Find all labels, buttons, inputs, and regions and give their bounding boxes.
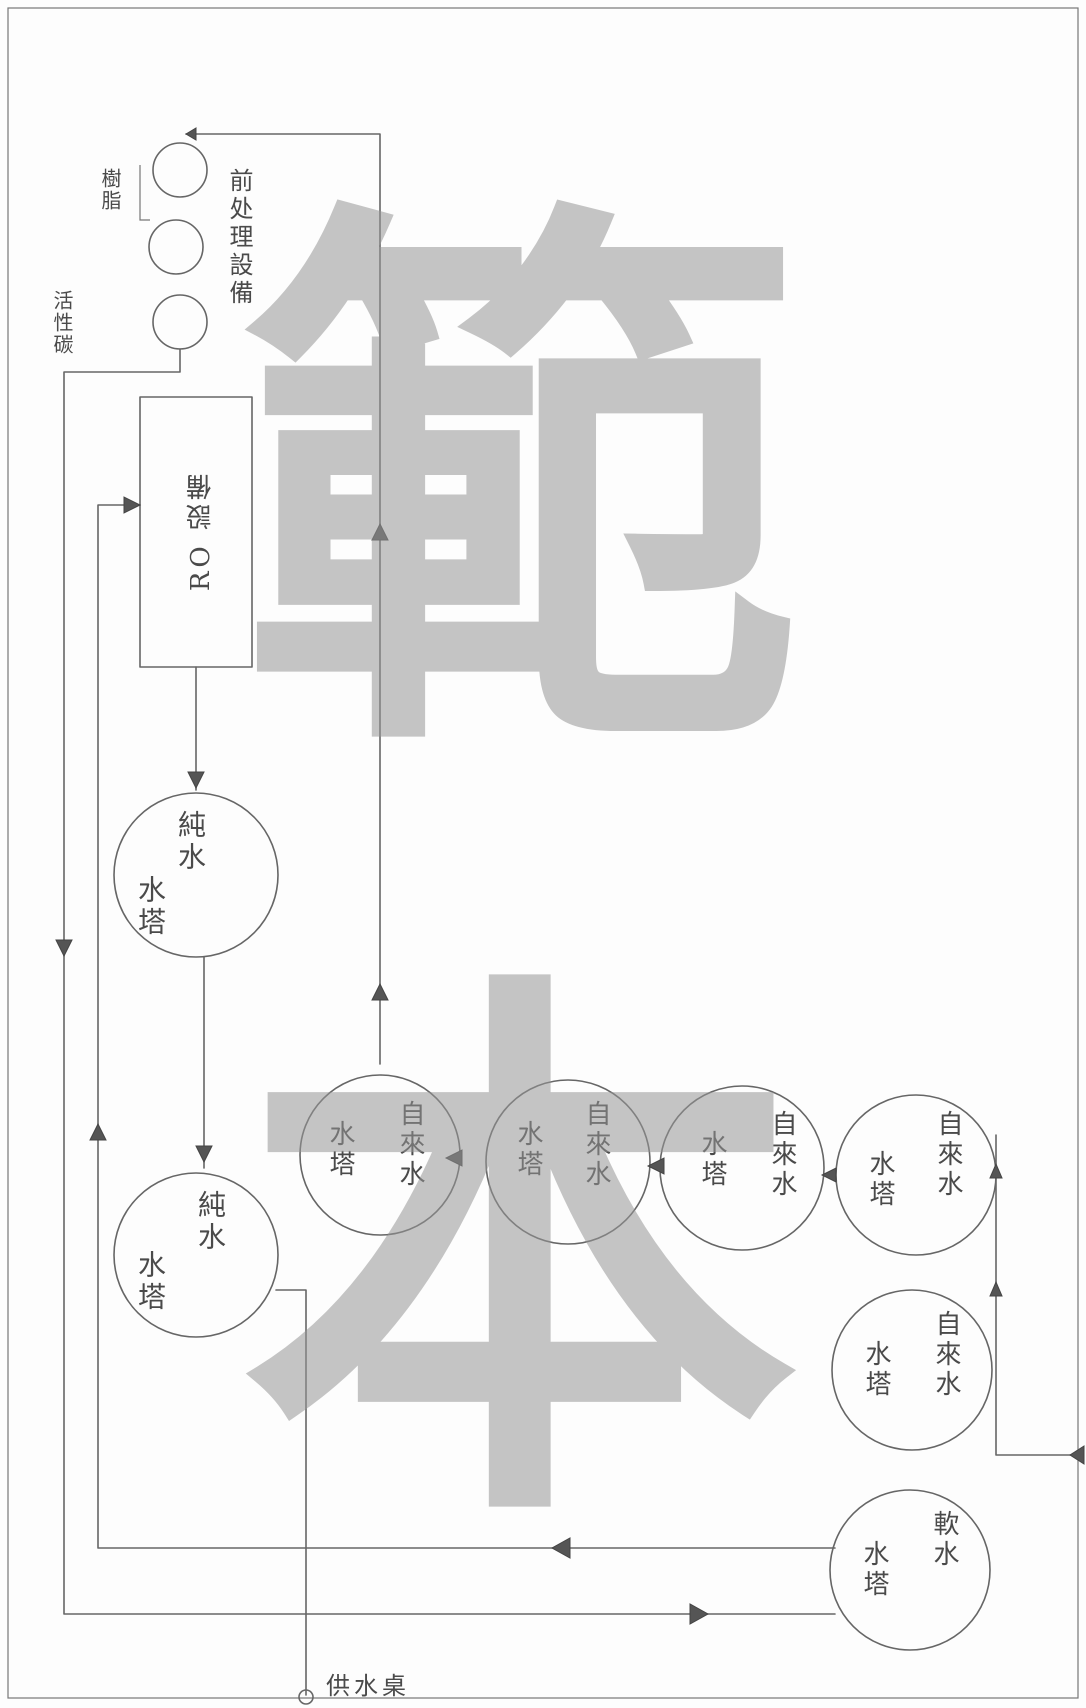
pure-tower-2-label-a: 純水 — [194, 1190, 227, 1254]
right-feed-line — [995, 1134, 1079, 1456]
soft-tower-label-b: 水塔 — [859, 1540, 889, 1600]
soft-tower — [829, 1489, 991, 1651]
tap-tower-3-label-a: 自來水 — [767, 1110, 797, 1200]
arrow-inner-up — [89, 1122, 107, 1141]
activated-carbon-label: 活性碳 — [50, 290, 74, 356]
arrow-pure-down — [195, 1145, 213, 1164]
supply-line — [275, 1289, 307, 1696]
arrow-ro-down — [187, 771, 205, 790]
arrow-t3-t2 — [646, 1157, 665, 1175]
arrow-into-pretreatment — [185, 127, 197, 141]
tap-tower-5-label-a: 自來水 — [931, 1310, 961, 1400]
tap-tower-4-label-a: 自來水 — [933, 1110, 963, 1200]
page-border — [7, 7, 1079, 1699]
left-outer-line — [63, 348, 836, 1615]
arrow-left-down — [55, 939, 73, 958]
arrow-bottom-left — [550, 1537, 571, 1559]
inner-left-line — [97, 504, 836, 1549]
arrow-into-ro — [123, 496, 142, 514]
pure-tower-2-label-b: 水塔 — [134, 1250, 167, 1314]
pretreatment-vessel-2 — [148, 219, 204, 275]
pure-tower-2 — [113, 1172, 279, 1338]
tap-tower-4-label-b: 水塔 — [865, 1150, 895, 1210]
ro-label: RO 設備 — [186, 470, 216, 592]
resin-label: 樹脂 — [98, 168, 122, 212]
arrow-bottom-right — [689, 1603, 710, 1625]
bracket-line — [139, 165, 150, 221]
tap-tower-5 — [831, 1289, 993, 1451]
arrow-right-up-1 — [989, 1162, 1003, 1179]
pretreatment-vessel-3 — [152, 294, 208, 350]
water-supply-label: 供水桌 — [326, 1672, 410, 1700]
arrow-right-up-2 — [989, 1280, 1003, 1297]
pure-tower-1-label-a: 純水 — [174, 810, 207, 874]
tap-tower-3-label-b: 水塔 — [697, 1130, 727, 1190]
pretreatment-label: 前处理設備 — [225, 168, 253, 308]
tap-tower-4 — [835, 1094, 997, 1256]
tap-tower-2 — [485, 1079, 651, 1245]
arrow-t2-t1 — [444, 1149, 463, 1167]
tap-tower-5-label-b: 水塔 — [861, 1340, 891, 1400]
pretreatment-vessel-1 — [152, 142, 208, 198]
arrow-up-2 — [371, 982, 389, 1001]
pure-tower-1-label-b: 水塔 — [134, 875, 167, 939]
tap-tower-2-label-a: 自來水 — [581, 1100, 611, 1190]
tap-tower-1-label-a: 自來水 — [395, 1100, 425, 1190]
arrow-inlet — [1069, 1445, 1085, 1465]
return-line-top — [185, 133, 381, 1065]
supply-outlet — [298, 1689, 314, 1705]
soft-tower-label-a: 軟水 — [929, 1510, 959, 1570]
tap-tower-2-label-b: 水塔 — [513, 1120, 543, 1180]
arrow-t4-t3 — [820, 1167, 837, 1183]
arrow-up-1 — [371, 522, 389, 541]
pure-tower-1 — [113, 792, 279, 958]
tap-tower-1-label-b: 水塔 — [325, 1120, 355, 1180]
